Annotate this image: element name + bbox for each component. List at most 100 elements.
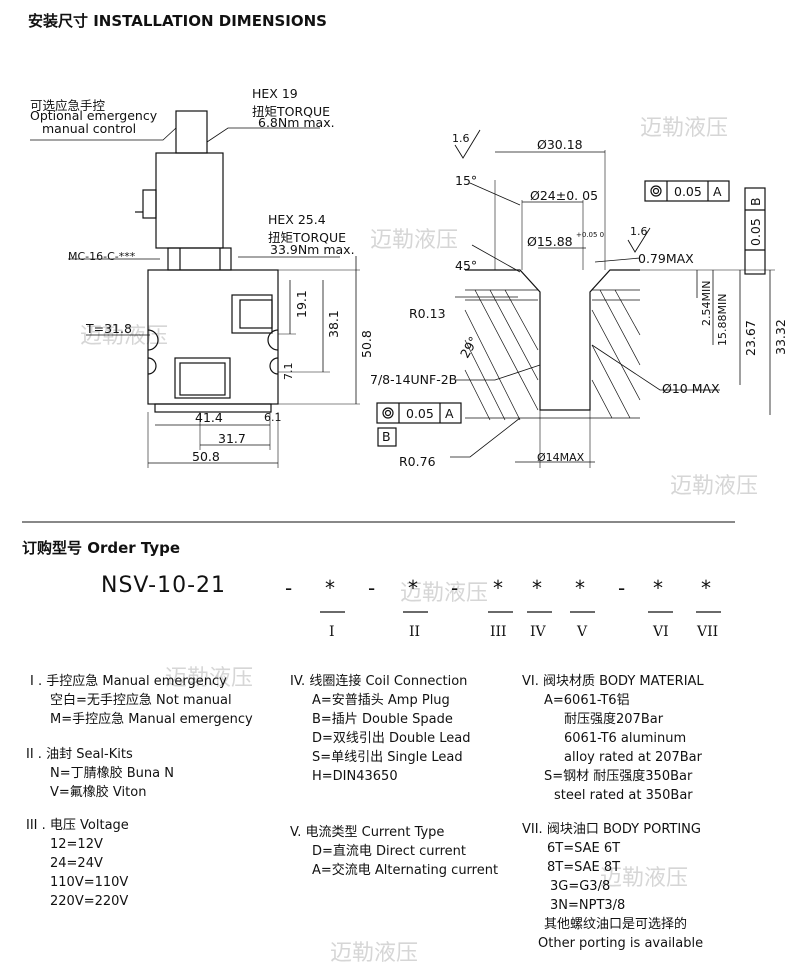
watermark: 迈勒液压: [600, 866, 689, 891]
order-title: 订购型号 Order Type: [22, 539, 181, 557]
dim-0-79-max: 0.79MAX: [638, 251, 694, 266]
dash: -: [368, 576, 376, 600]
tolerance-b-ref: B: [748, 197, 763, 206]
section-line: Other porting is available: [538, 936, 704, 951]
roman-4: IV: [530, 624, 546, 640]
roman-6: VI: [653, 624, 669, 640]
dim-15-88-min: 15.88MIN: [716, 293, 729, 346]
manual-en-label-2: manual control: [42, 121, 137, 136]
option-star-1: *: [325, 576, 335, 600]
dim-d10-max: Ø10 MAX: [662, 381, 720, 396]
dim-d24: Ø24±0. 05: [530, 188, 599, 203]
section-line: D=双线引出 Double Lead: [312, 731, 471, 746]
dim-d15-88: Ø15.88: [527, 234, 573, 249]
section-coil-connection: IV. 线圈连接 Coil Connection A=安普插头 Amp Plug…: [290, 672, 470, 786]
option-star-5: *: [575, 576, 585, 600]
section-current-type: V. 电流类型 Current Type D=直流电 Direct curren…: [290, 823, 498, 880]
section-heading: II . 油封 Seal-Kits: [26, 747, 133, 762]
dim-d30-18: Ø30.18: [537, 137, 583, 152]
dim-33-32: 33.32: [773, 319, 788, 355]
watermark: 迈勒液压: [165, 666, 254, 691]
dim-7-1: 7.1: [282, 362, 295, 381]
section-line: M=手控应急 Manual emergency: [50, 712, 253, 727]
section-line: A=安普插头 Amp Plug: [312, 693, 450, 708]
section-body-material: VI. 阀块材质 BODY MATERIAL A=6061-T6铝 耐压强度20…: [522, 672, 704, 805]
section-line: A=交流电 Alternating current: [312, 863, 499, 878]
roman-5: V: [577, 624, 588, 640]
option-star-2: *: [408, 576, 418, 600]
manual-knob: [175, 110, 208, 154]
section-line: 110V=110V: [50, 875, 129, 890]
dim-d14-max: Ø14MAX: [537, 451, 585, 464]
torque1-value: 6.8Nm max.: [258, 115, 335, 130]
cavity-outline: [465, 269, 640, 411]
dim-50-8-h: 50.8: [192, 449, 220, 464]
thread-label: 7/8-14UNF-2B: [370, 372, 458, 387]
roughness-1: 1.6: [452, 132, 470, 145]
dim-41-4: 41.4: [195, 410, 223, 425]
section-line: 空白=无手控应急 Not manual: [50, 693, 232, 708]
section-line: S=单线引出 Single Lead: [312, 750, 463, 765]
section-line: 220V=220V: [50, 894, 129, 909]
dash: -: [618, 576, 626, 600]
section-heading: VI. 阀块材质 BODY MATERIAL: [522, 674, 704, 689]
tolerance-b-value: 0.05: [748, 218, 763, 246]
hex-nut: [167, 247, 232, 271]
dim-19-1: 19.1: [294, 290, 309, 318]
section-line: N=丁腈橡胶 Buna N: [50, 766, 174, 781]
dash: -: [451, 576, 459, 600]
roman-3: III: [490, 624, 507, 640]
watermark: 迈勒液压: [670, 474, 759, 499]
section-line: H=DIN43650: [312, 769, 398, 784]
section-line: alloy rated at 207Bar: [564, 750, 702, 765]
section-line: A=6061-T6铝: [544, 693, 630, 708]
radius-0-76: R0.76: [399, 454, 436, 469]
manual-cn-label: 可选应急手控: [30, 98, 106, 113]
thickness-label: T=31.8: [86, 321, 132, 336]
option-star-7: *: [701, 576, 711, 600]
option-star-6: *: [653, 576, 663, 600]
section-line: 12=12V: [50, 837, 103, 852]
section-line: 6061-T6 aluminum: [564, 731, 687, 746]
model-code: NSV-10-21: [101, 573, 227, 598]
watermark: 迈勒液压: [640, 116, 729, 141]
install-title: 安装尺寸 INSTALLATION DIMENSIONS: [28, 12, 327, 30]
valve-body: [147, 269, 279, 405]
watermark: 迈勒液压: [400, 581, 489, 606]
section-line: V=氟橡胶 Viton: [50, 785, 147, 800]
section-seal-kits: II . 油封 Seal-Kits N=丁腈橡胶 Buna N V=氟橡胶 Vi…: [26, 745, 174, 802]
dim-38-1: 38.1: [326, 310, 341, 338]
section-line: B=插片 Double Spade: [312, 712, 453, 727]
roman-1: I: [329, 624, 335, 640]
coil-terminal: [142, 189, 157, 219]
dim-6-1: 6.1: [264, 411, 282, 424]
dim-50-8-v: 50.8: [359, 330, 374, 358]
radius-0-13: R0.13: [409, 306, 446, 321]
section-heading: III . 电压 Voltage: [26, 818, 129, 833]
watermark: 迈勒液压: [80, 324, 169, 349]
torque1-cn-label: 扭矩TORQUE: [252, 104, 331, 119]
section-heading: VII. 阀块油口 BODY PORTING: [522, 822, 701, 837]
section-voltage: III . 电压 Voltage 12=12V 24=24V 110V=110V…: [26, 816, 129, 911]
section-heading: V. 电流类型 Current Type: [290, 825, 445, 840]
section-line: S=钢材 耐压强度350Bar: [544, 769, 693, 784]
angle-15: 15°: [455, 173, 478, 188]
section-line: 8T=SAE 8T: [547, 860, 621, 875]
dim-23-67: 23.67: [743, 320, 758, 356]
option-star-4: *: [532, 576, 542, 600]
hex254-label: HEX 25.4: [268, 212, 326, 227]
dim-2-54-min: 2.54MIN: [700, 280, 713, 326]
section-line: D=直流电 Direct current: [312, 844, 466, 859]
section-line: 其他螺纹油口是可选择的: [544, 917, 688, 932]
section-line: 耐压强度207Bar: [564, 712, 664, 727]
tolerance-bottom-ref: A: [445, 406, 454, 421]
section-manual-emergency: I . 手控应急 Manual emergency 空白=无手控应急 Not m…: [30, 672, 253, 729]
dash: -: [285, 576, 293, 600]
section-line: steel rated at 350Bar: [554, 788, 693, 803]
torque2-cn-label: 扭矩TORQUE: [268, 230, 347, 245]
hex19-label: HEX 19: [252, 86, 298, 101]
section-body-porting: VII. 阀块油口 BODY PORTING 6T=SAE 6T 8T=SAE …: [522, 820, 703, 953]
angle-45: 45°: [455, 258, 478, 273]
watermark: 迈勒液压: [370, 228, 459, 253]
